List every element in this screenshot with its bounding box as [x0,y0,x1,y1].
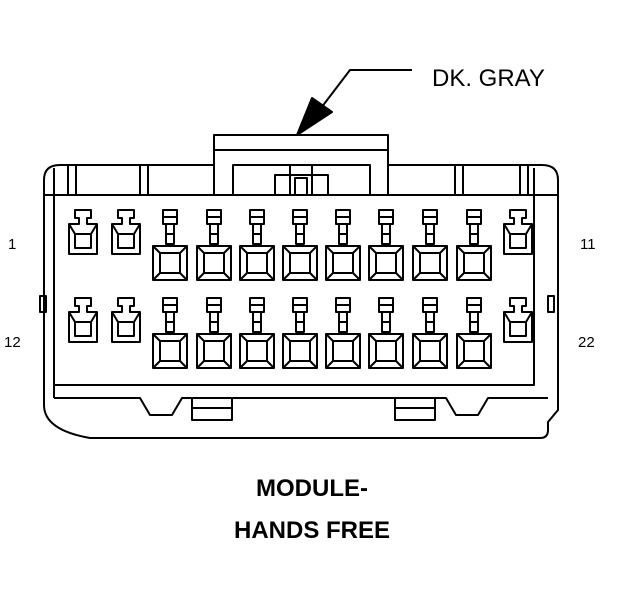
cavity-tall-r2-8 [456,297,492,369]
pin-label-11: 11 [580,236,596,253]
module-title-line1: MODULE- [256,475,368,502]
wire-color-label: DK. GRAY [432,65,545,92]
cavity-small-r1-c [503,209,533,255]
cavity-tall-r1-6 [368,209,404,281]
cavity-small-r2-b [111,297,141,343]
terminal-cavities [68,209,533,369]
cavity-tall-r2-6 [368,297,404,369]
cavity-tall-r2-4 [282,297,318,369]
cavity-small-r2-c [503,297,533,343]
cavity-tall-r1-1 [152,209,188,281]
cavity-small-r2-a [68,297,98,343]
pin-label-12: 12 [4,334,21,351]
cavity-tall-r1-5 [325,209,361,281]
cavity-tall-r1-4 [282,209,318,281]
pin-label-22: 22 [578,334,595,351]
cavity-tall-r2-5 [325,297,361,369]
cavity-tall-r1-7 [412,209,448,281]
callout-arrowhead [296,97,333,136]
connector-housing [39,164,559,439]
cavity-tall-r2-3 [239,297,275,369]
cavity-tall-r2-1 [152,297,188,369]
cavity-small-r1-a [68,209,98,255]
cavity-small-r1-b [111,209,141,255]
module-title-line2: HANDS FREE [233,517,390,544]
cavity-tall-r2-2 [196,297,232,369]
connector-latch [213,134,389,196]
cavity-tall-r1-2 [196,209,232,281]
cavity-tall-r2-7 [412,297,448,369]
cavity-tall-r1-8 [456,209,492,281]
cavity-tall-r1-3 [239,209,275,281]
callout-leader-line [317,69,412,113]
pin-label-1: 1 [8,236,16,253]
